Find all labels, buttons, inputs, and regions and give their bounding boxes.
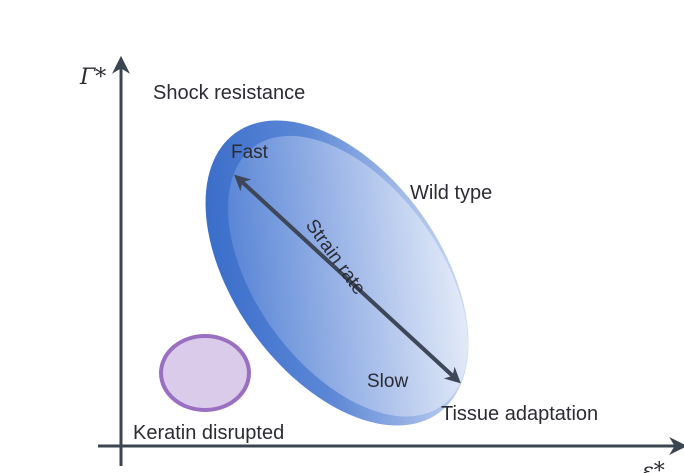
y-axis-label: Γ* <box>79 65 106 90</box>
fast-label: Fast <box>231 142 269 163</box>
tissue-adaptation-label: Tissue adaptation <box>441 403 598 425</box>
strain-rate-arrow <box>234 174 461 384</box>
wild-type-label: Wild type <box>410 182 492 204</box>
slow-label: Slow <box>367 371 408 392</box>
keratin-disrupted-region <box>159 334 251 412</box>
keratin-disrupted-label: Keratin disrupted <box>133 422 284 444</box>
x-axis-label: ε* <box>642 459 665 473</box>
shock-resistance-label: Shock resistance <box>153 82 305 104</box>
